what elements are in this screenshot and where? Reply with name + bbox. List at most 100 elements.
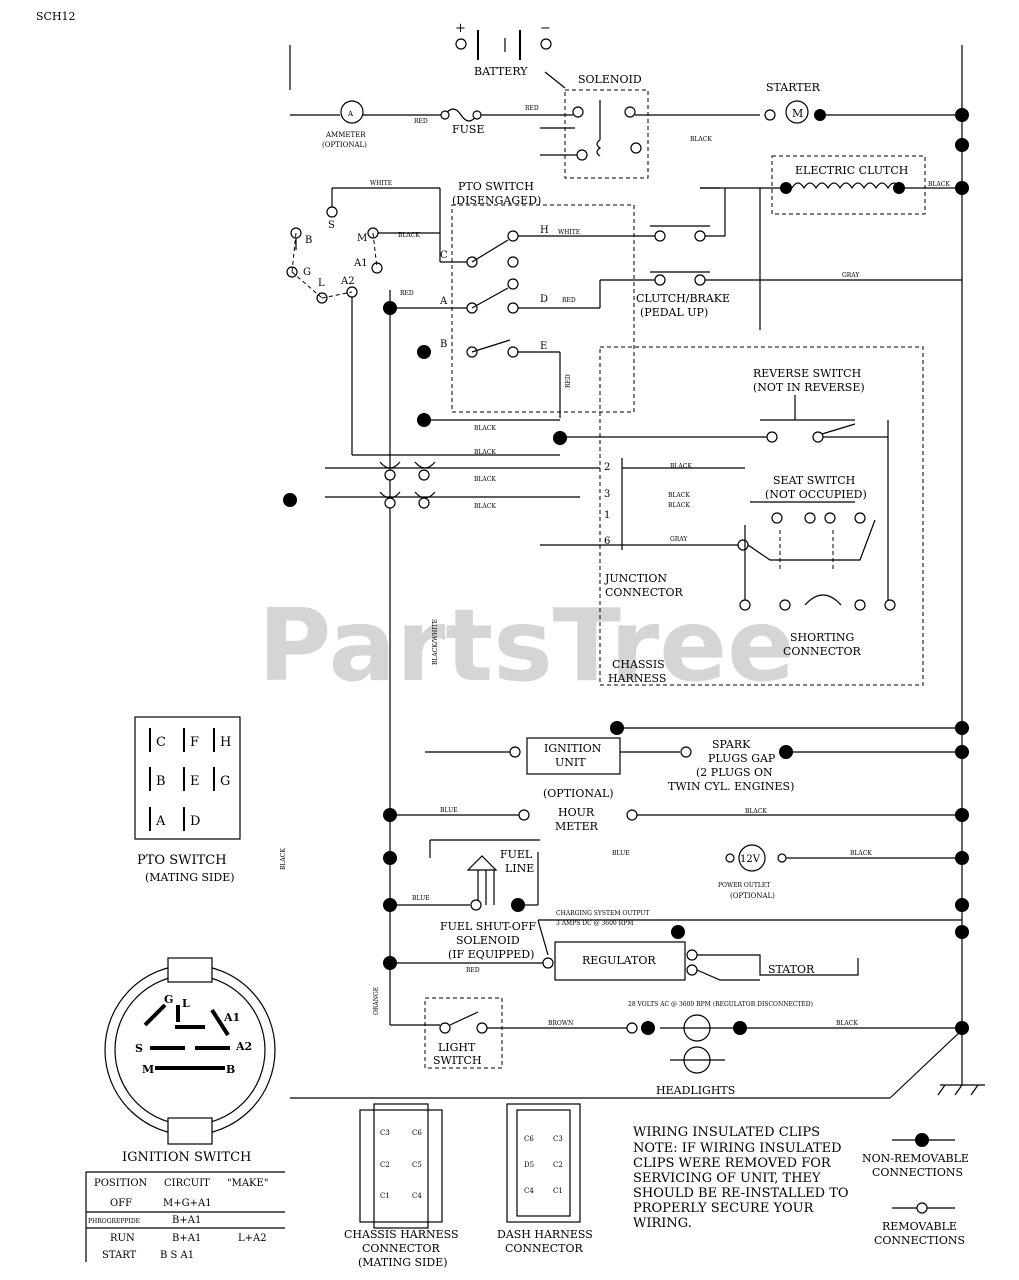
svg-text:(2 PLUGS ON: (2 PLUGS ON <box>696 766 773 779</box>
svg-text:GRAY: GRAY <box>842 272 860 279</box>
svg-text:HOUR: HOUR <box>558 806 595 819</box>
ignition-switch-schematic: S B M G L A1 A2 <box>286 206 383 304</box>
svg-text:BLACK: BLACK <box>850 850 872 857</box>
page-code: SCH12 <box>36 10 76 23</box>
svg-text:SERVICING OF UNIT, THEY: SERVICING OF UNIT, THEY <box>633 1171 821 1186</box>
svg-text:B: B <box>440 339 447 350</box>
svg-text:BLACK: BLACK <box>690 136 712 143</box>
svg-text:PTO SWITCH: PTO SWITCH <box>458 180 534 193</box>
svg-text:SHORTING: SHORTING <box>790 631 854 644</box>
svg-text:GRAY: GRAY <box>670 536 688 543</box>
legend-nonremovable: NON-REMOVABLE CONNECTIONS <box>862 1133 969 1179</box>
svg-text:(OPTIONAL): (OPTIONAL) <box>322 141 367 149</box>
svg-text:(PEDAL UP): (PEDAL UP) <box>640 306 708 319</box>
svg-text:PROPERLY SECURE YOUR: PROPERLY SECURE YOUR <box>633 1201 815 1216</box>
svg-text:C1: C1 <box>380 1192 390 1200</box>
svg-text:S: S <box>135 1042 143 1055</box>
svg-text:CHASSIS HARNESS: CHASSIS HARNESS <box>344 1228 459 1241</box>
svg-text:28 VOLTS AC @ 3600 RPM (REGULA: 28 VOLTS AC @ 3600 RPM (REGULATOR DISCON… <box>628 1001 813 1008</box>
svg-text:A: A <box>347 110 354 118</box>
svg-text:TWIN CYL. ENGINES): TWIN CYL. ENGINES) <box>668 780 794 793</box>
svg-text:BLACK: BLACK <box>836 1020 858 1027</box>
wiring-note: WIRING INSULATED CLIPS NOTE: IF WIRING I… <box>633 1125 849 1231</box>
svg-text:CHASSIS: CHASSIS <box>612 658 665 671</box>
svg-text:SEAT SWITCH: SEAT SWITCH <box>773 474 855 487</box>
svg-text:LINE: LINE <box>505 862 534 875</box>
svg-text:C2: C2 <box>380 1161 390 1169</box>
svg-text:BLACK: BLACK <box>474 449 496 456</box>
svg-text:BLACK: BLACK <box>474 503 496 510</box>
svg-text:RED: RED <box>562 297 576 304</box>
spark-plugs: SPARK PLUGS GAP (2 PLUGS ON TWIN CYL. EN… <box>668 738 794 793</box>
svg-text:B: B <box>305 235 312 246</box>
svg-text:CLUTCH/BRAKE: CLUTCH/BRAKE <box>636 292 730 305</box>
svg-text:C3: C3 <box>553 1135 563 1143</box>
svg-text:D: D <box>540 294 548 305</box>
svg-text:JUNCTION: JUNCTION <box>604 572 667 585</box>
svg-text:C6: C6 <box>524 1135 534 1143</box>
pto-switch-mating-side: C F H B E G A D PTO SWITCH (MATING SIDE) <box>134 716 241 884</box>
svg-text:REMOVABLE: REMOVABLE <box>882 1220 957 1233</box>
svg-text:CONNECTOR: CONNECTOR <box>605 586 683 599</box>
ignition-unit: IGNITION UNIT <box>509 737 621 775</box>
ignition-switch-face: G L A1 S A2 M B IGNITION SWITCH <box>104 957 276 1165</box>
starter: STARTER M <box>764 81 826 124</box>
table-header: CIRCUIT <box>164 1178 210 1189</box>
svg-text:(IF EQUIPPED): (IF EQUIPPED) <box>448 948 534 961</box>
table-cell: B+A1 <box>172 1233 201 1244</box>
stator: STATOR 28 VOLTS AC @ 3600 RPM (REGULATOR… <box>628 954 859 1008</box>
watermark: PartsTree <box>258 587 795 704</box>
svg-text:HEADLIGHTS: HEADLIGHTS <box>656 1084 735 1097</box>
clutch-brake-switch: CLUTCH/BRAKE (PEDAL UP) <box>636 225 730 319</box>
svg-text:REVERSE SWITCH: REVERSE SWITCH <box>753 367 861 380</box>
svg-text:3 AMPS DC @ 3600 RPM: 3 AMPS DC @ 3600 RPM <box>556 920 633 927</box>
pto-pin: D <box>190 814 200 829</box>
svg-text:C5: C5 <box>412 1161 422 1169</box>
ammeter: A AMMETER (OPTIONAL) <box>322 100 367 149</box>
svg-text:(NOT OCCUPIED): (NOT OCCUPIED) <box>765 488 867 501</box>
svg-text:L: L <box>318 278 325 289</box>
pto-switch: PTO SWITCH (DISENGAGED) C H A D B E <box>439 180 635 413</box>
seat-switch: SEAT SWITCH (NOT OCCUPIED) <box>737 474 876 570</box>
light-switch: LIGHT SWITCH <box>424 997 503 1069</box>
svg-text:SWITCH: SWITCH <box>433 1054 482 1067</box>
headlights: HEADLIGHTS <box>626 1014 747 1097</box>
svg-text:STATOR: STATOR <box>768 963 815 976</box>
svg-text:WHITE: WHITE <box>370 180 392 187</box>
svg-text:RED: RED <box>400 290 414 297</box>
svg-text:CONNECTOR: CONNECTOR <box>505 1242 583 1255</box>
table-cell: L+A2 <box>238 1233 267 1244</box>
svg-text:IGNITION: IGNITION <box>544 742 602 755</box>
svg-text:(DISENGAGED): (DISENGAGED) <box>452 194 541 207</box>
svg-text:2: 2 <box>604 462 610 473</box>
svg-text:WHITE: WHITE <box>558 229 580 236</box>
regulator: REGULATOR <box>542 925 698 981</box>
svg-text:A2: A2 <box>235 1040 252 1053</box>
svg-text:RED: RED <box>525 105 539 112</box>
svg-text:A1: A1 <box>223 1011 240 1024</box>
table-cell: RUN <box>110 1233 135 1244</box>
svg-text:CLIPS WERE REMOVED FOR: CLIPS WERE REMOVED FOR <box>633 1156 832 1171</box>
svg-text:(NOT IN REVERSE): (NOT IN REVERSE) <box>753 381 865 394</box>
svg-text:BLACK: BLACK <box>670 463 692 470</box>
svg-text:RED: RED <box>565 374 572 388</box>
svg-text:C2: C2 <box>553 1161 563 1169</box>
pto-pin: A <box>155 814 166 829</box>
svg-text:CONNECTIONS: CONNECTIONS <box>872 1166 963 1179</box>
svg-text:SOLENOID: SOLENOID <box>456 934 520 947</box>
ground-bus <box>290 45 985 1099</box>
svg-text:BLACK/WHITE: BLACK/WHITE <box>432 619 439 665</box>
svg-text:CONNECTOR: CONNECTOR <box>783 645 861 658</box>
svg-text:G: G <box>164 993 173 1006</box>
svg-text:SOLENOID: SOLENOID <box>578 73 642 86</box>
svg-text:BLACK: BLACK <box>668 492 690 499</box>
svg-text:(OPTIONAL): (OPTIONAL) <box>730 892 775 900</box>
svg-text:ORANGE: ORANGE <box>373 987 380 1015</box>
svg-text:BROWN: BROWN <box>548 1020 573 1027</box>
svg-text:G: G <box>303 267 311 278</box>
svg-text:12V: 12V <box>740 854 761 865</box>
table-cell: B+A1 <box>172 1215 201 1226</box>
pto-pin: B <box>156 774 166 789</box>
svg-text:CONNECTIONS: CONNECTIONS <box>874 1234 965 1247</box>
